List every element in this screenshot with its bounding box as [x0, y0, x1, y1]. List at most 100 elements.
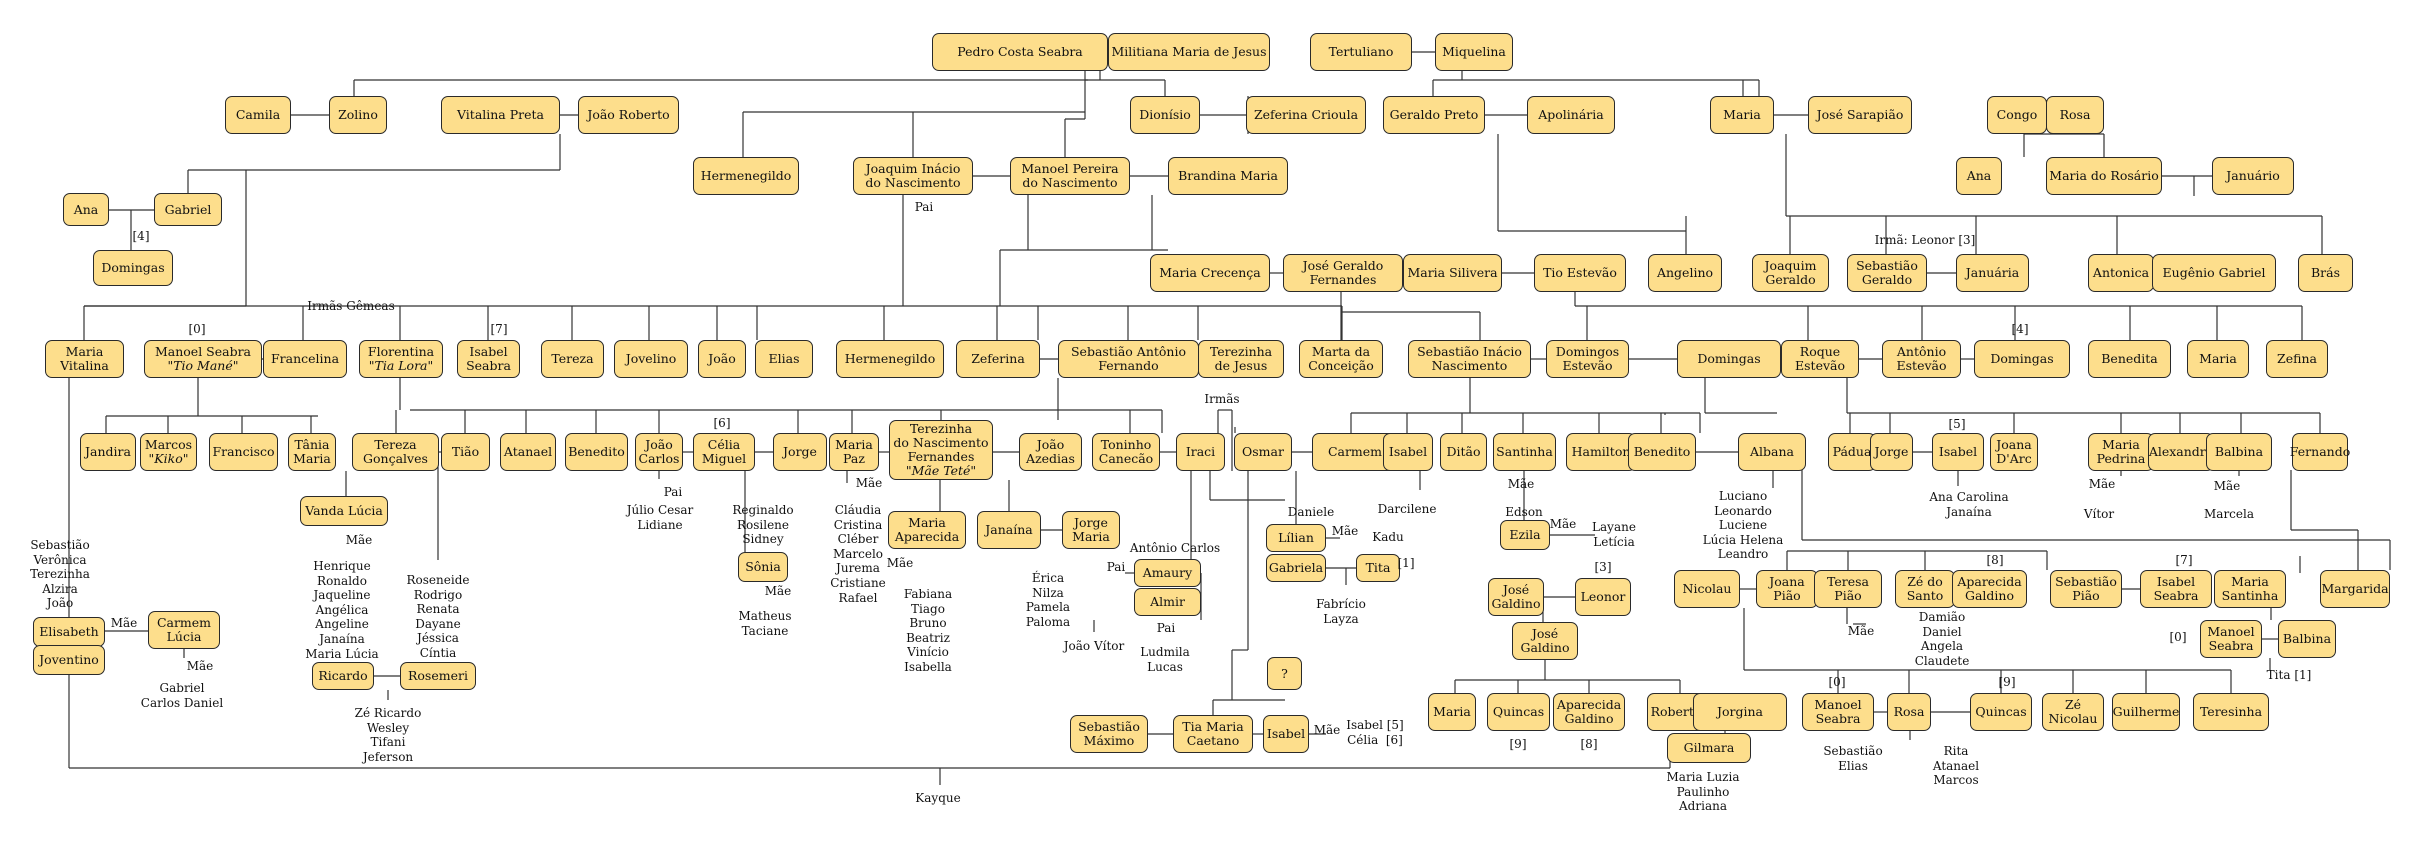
person-box-p116[interactable]: Maria — [1428, 693, 1476, 731]
person-box-p21[interactable]: Ana — [1956, 157, 2002, 195]
person-box-p27[interactable]: Maria Crecença — [1150, 254, 1270, 292]
person-box-p98[interactable]: Amaury — [1134, 559, 1201, 587]
person-box-p4[interactable]: Miquelina — [1435, 33, 1513, 71]
person-box-p45[interactable]: João — [698, 340, 746, 378]
person-box-p102[interactable]: Tita — [1356, 554, 1400, 582]
person-box-p94[interactable]: Sônia — [738, 552, 788, 582]
person-box-p79[interactable]: Isabel — [1383, 433, 1433, 471]
person-box-p67[interactable]: Atanael — [500, 433, 556, 471]
person-box-p58[interactable]: Benedita — [2088, 340, 2171, 378]
person-box-p43[interactable]: Tereza — [541, 340, 604, 378]
person-box-p59[interactable]: Maria — [2187, 340, 2249, 378]
person-box-p57[interactable]: Domingas — [1974, 340, 2070, 378]
person-box-p30[interactable]: Tio Estevão — [1534, 254, 1626, 292]
person-box-p112[interactable]: ? — [1267, 657, 1302, 690]
person-box-p22[interactable]: Maria do Rosário — [2046, 157, 2162, 195]
person-box-p121[interactable]: Gilmara — [1667, 733, 1751, 763]
person-box-p9[interactable]: Dionísio — [1130, 96, 1200, 134]
person-box-p29[interactable]: Maria Silivera — [1403, 254, 1502, 292]
person-box-p2[interactable]: Militiana Maria de Jesus — [1108, 33, 1270, 71]
person-box-p54[interactable]: Domingas — [1677, 340, 1781, 378]
person-box-p82[interactable]: Hamilton — [1566, 433, 1636, 471]
person-box-p41[interactable]: Florentina"Tia Lora" — [359, 340, 443, 378]
person-box-p47[interactable]: Hermenegildo — [836, 340, 944, 378]
person-box-p36[interactable]: Eugênio Gabriel — [2152, 254, 2276, 292]
person-box-p87[interactable]: Isabel — [1932, 433, 1984, 471]
person-box-p48[interactable]: Zeferina — [956, 340, 1040, 378]
person-box-p135[interactable]: Quincas — [1970, 693, 2032, 731]
person-box-p91[interactable]: Balbina — [2206, 433, 2272, 471]
person-box-p10[interactable]: Zeferina Crioula — [1246, 96, 1366, 134]
person-box-p107[interactable]: Elisabeth — [33, 617, 105, 647]
person-box-p24[interactable]: Ana — [63, 193, 109, 226]
person-box-p14[interactable]: José Sarapião — [1808, 96, 1912, 134]
person-box-p39[interactable]: Manoel Seabra"Tio Mané" — [144, 340, 262, 378]
person-box-p108[interactable]: Joventino — [33, 645, 105, 675]
person-box-p117[interactable]: Quincas — [1487, 693, 1550, 731]
person-box-p11[interactable]: Geraldo Preto — [1383, 96, 1485, 134]
person-box-p103[interactable]: Ezila — [1500, 520, 1550, 550]
person-box-p35[interactable]: Antonica — [2088, 254, 2154, 292]
person-box-p115[interactable]: Isabel — [1263, 715, 1309, 753]
person-box-p84[interactable]: Albana — [1738, 433, 1806, 471]
person-box-p8[interactable]: João Roberto — [578, 96, 679, 134]
person-box-p76[interactable]: Iraci — [1176, 433, 1225, 471]
person-box-p105[interactable]: Leonor — [1575, 578, 1631, 616]
person-box-p80[interactable]: Ditão — [1440, 433, 1487, 471]
person-box-p130[interactable]: Margarida — [2320, 570, 2390, 608]
person-box-p31[interactable]: Angelino — [1648, 254, 1722, 292]
person-box-p46[interactable]: Elias — [755, 340, 813, 378]
person-box-p138[interactable]: Teresinha — [2193, 693, 2269, 731]
person-box-p63[interactable]: Francisco — [209, 433, 278, 471]
person-box-p17[interactable]: Hermenegildo — [693, 157, 799, 195]
person-box-p110[interactable]: Ricardo — [312, 662, 374, 690]
person-box-p12[interactable]: Apolinária — [1527, 96, 1615, 134]
person-box-p132[interactable]: Balbina — [2278, 620, 2336, 658]
person-box-p25[interactable]: Gabriel — [154, 193, 222, 226]
person-box-p96[interactable]: Janaína — [977, 511, 1041, 549]
person-box-p86[interactable]: Jorge — [1870, 433, 1913, 471]
person-box-p137[interactable]: Guilherme — [2112, 693, 2180, 731]
person-box-p68[interactable]: Benedito — [565, 433, 628, 471]
person-box-p93[interactable]: Vanda Lúcia — [300, 496, 388, 526]
person-box-p61[interactable]: Jandira — [80, 433, 136, 471]
person-box-p90[interactable]: Alexandre — [2148, 433, 2214, 471]
person-box-p40[interactable]: Francelina — [263, 340, 347, 378]
person-box-p23[interactable]: Januário — [2212, 157, 2294, 195]
person-box-p99[interactable]: Almir — [1134, 588, 1201, 616]
